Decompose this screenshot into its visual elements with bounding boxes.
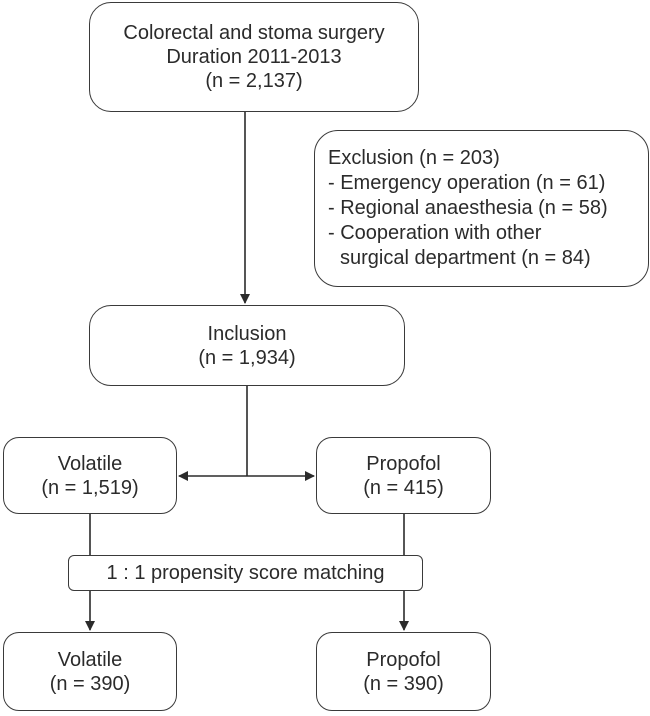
exclusion-title: Exclusion (n = 203): [328, 147, 500, 169]
propofol-group-box: Propofol (n = 415): [316, 437, 491, 514]
source-count: (n = 2,137): [205, 70, 303, 92]
volatile-count: (n = 1,519): [41, 476, 139, 499]
volatile-group-box: Volatile (n = 1,519): [3, 437, 177, 514]
propofol-matched-label: Propofol: [366, 648, 441, 671]
matching-label: 1 : 1 propensity score matching: [106, 562, 385, 584]
propofol-matched-box: Propofol (n = 390): [316, 632, 491, 711]
inclusion-label: Inclusion: [207, 322, 287, 345]
propofol-label: Propofol: [366, 452, 441, 475]
exclusion-item: - Regional anaesthesia (n = 58): [328, 197, 608, 219]
source-population-box: Colorectal and stoma surgery Duration 20…: [89, 2, 419, 112]
propensity-matching-box: 1 : 1 propensity score matching: [68, 555, 423, 591]
inclusion-box: Inclusion (n = 1,934): [89, 305, 405, 386]
inclusion-count: (n = 1,934): [198, 346, 296, 369]
exclusion-item: - Cooperation with other: [328, 222, 542, 244]
exclusion-box: Exclusion (n = 203) - Emergency operatio…: [314, 130, 649, 287]
volatile-label: Volatile: [57, 452, 123, 475]
volatile-matched-box: Volatile (n = 390): [3, 632, 177, 711]
source-duration: Duration 2011-2013: [166, 46, 342, 68]
propofol-matched-count: (n = 390): [363, 672, 444, 695]
volatile-matched-label: Volatile: [57, 648, 123, 671]
propofol-count: (n = 415): [363, 476, 444, 499]
source-title: Colorectal and stoma surgery: [123, 22, 385, 44]
exclusion-item: surgical department (n = 84): [340, 247, 591, 269]
exclusion-item: - Emergency operation (n = 61): [328, 172, 606, 194]
volatile-matched-count: (n = 390): [49, 672, 131, 695]
